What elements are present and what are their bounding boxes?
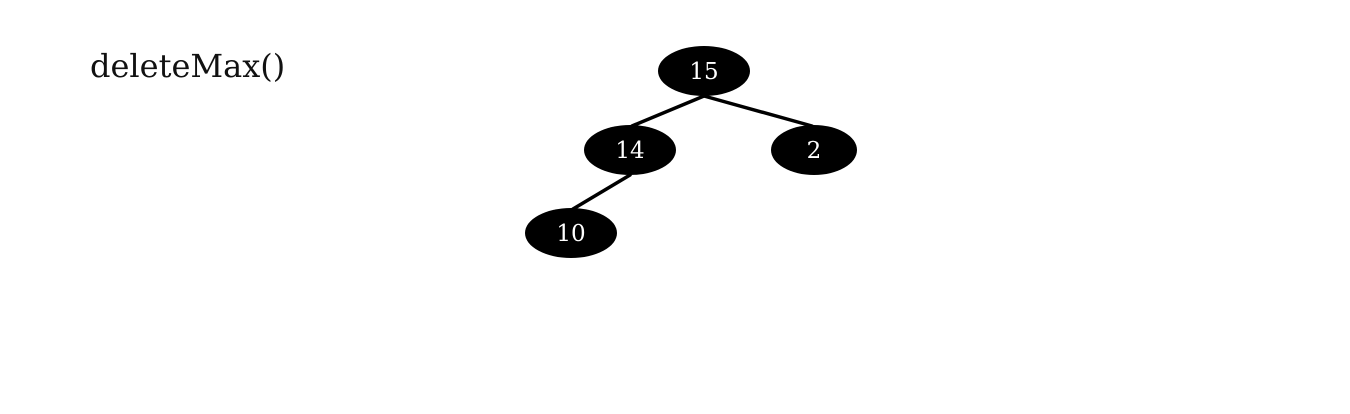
tree-node-10: 10: [525, 208, 617, 258]
tree-node-ellipse: [525, 208, 617, 258]
tree-edges: [571, 94, 814, 211]
tree-node-value: 14: [615, 138, 644, 164]
tree-node-value: 15: [689, 59, 718, 85]
tree-node-value: 10: [556, 221, 585, 247]
tree-node-ellipse: [584, 125, 676, 175]
tree-edge-n15-n2: [702, 94, 814, 128]
tree-edge-n15-n14: [630, 94, 706, 128]
tree-node-15: 15: [658, 46, 750, 96]
tree-node-2: 2: [771, 125, 857, 175]
operation-label: deleteMax(): [90, 47, 286, 85]
tree-edge-n14-n10: [571, 173, 632, 211]
tree-node-ellipse: [771, 125, 857, 175]
tree-nodes: 15 14 2 10: [525, 46, 857, 258]
tree-node-ellipse: [658, 46, 750, 96]
tree-node-14: 14: [584, 125, 676, 175]
tree-node-value: 2: [807, 138, 822, 164]
